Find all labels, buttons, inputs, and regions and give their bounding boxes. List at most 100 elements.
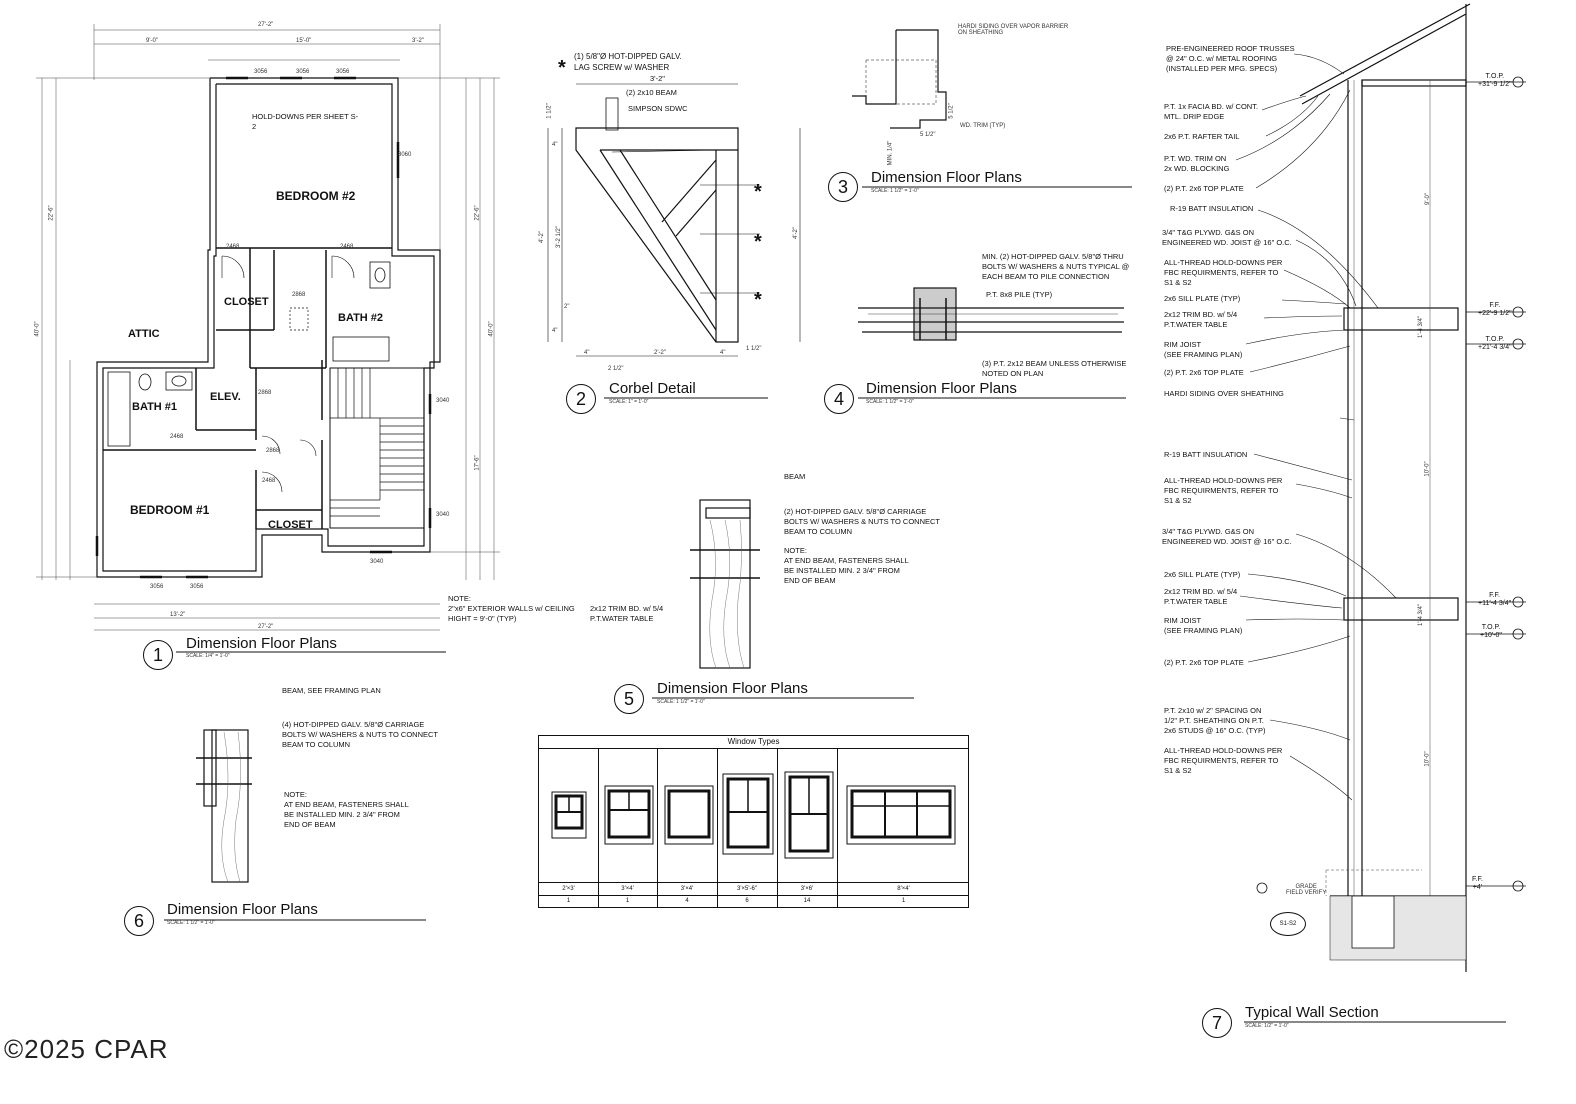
grade-note: GRADE FIELD VERIFY [1286, 884, 1327, 896]
detail5-title: Dimension Floor Plans [657, 680, 808, 697]
detail3-trim-note: WD. TRIM (TYP) [960, 123, 1006, 129]
window-size: 3'×6' [800, 886, 814, 892]
wall-note: R-19 BATT INSULATION [1164, 450, 1248, 459]
corbel-dim: 3'-2 1/2" [555, 226, 562, 248]
corbel-dim: 4" [720, 350, 726, 356]
door-tag: 2468 [262, 478, 276, 484]
detail3-siding-note: HARDI SIDING OVER VAPOR BARRIER ON SHEAT… [958, 24, 1069, 36]
detail7-title: Typical Wall Section [1245, 1004, 1379, 1021]
elevation-label: T.O.P.+21'-4 3/4" [1478, 336, 1512, 351]
corbel-outline [575, 127, 739, 343]
corbel-dim: 2'-2" [654, 350, 666, 356]
wall-vdim: 1'-4 3/4" [1417, 316, 1424, 338]
dim-top-right: 3'-2" [412, 38, 424, 44]
window-elevations [551, 771, 956, 859]
dim-left-top: 22'-6" [48, 205, 55, 221]
corbel-dim: 4" [552, 328, 558, 334]
room-bedroom-1: BEDROOM #1 [130, 503, 210, 517]
detail6-title: Dimension Floor Plans [167, 901, 318, 918]
wall-note: (2) P.T. 2x6 TOP PLATE [1164, 368, 1244, 377]
detail3-dim: 5 1/2" [948, 103, 955, 119]
dim-right-overall: 40'-0" [488, 321, 495, 337]
wall-note: PRE-ENGINEERED ROOF TRUSSES @ 24" O.C. w… [1166, 44, 1295, 73]
window-tag: 3040 [370, 559, 384, 565]
svg-text:*: * [754, 231, 762, 253]
detail4-pile-note: P.T. 8x8 PILE (TYP) [986, 290, 1053, 299]
wall-note: 2x12 TRIM BD. w/ 5/4 P.T.WATER TABLE [1164, 587, 1238, 606]
room-bath-2: BATH #2 [338, 312, 384, 324]
window-qty: 14 [803, 898, 811, 904]
room-attic: ATTIC [128, 328, 160, 340]
corbel-beam-label: (2) 2x10 BEAM [626, 88, 677, 97]
room-closet-bottom: CLOSET [268, 519, 313, 531]
window-tag: 3056 [150, 584, 164, 590]
wall-vdim: 10'-0" [1424, 751, 1431, 767]
corbel-height: 4'-2" [792, 227, 799, 239]
copyright-watermark: ©2025 CPAR [4, 1034, 169, 1064]
detail7-number-bubble: 7 [1202, 1008, 1232, 1038]
detail7-scale: SCALE: 1/2" = 1'-0" [1245, 1023, 1289, 1029]
dim-top-overall: 27'-2" [258, 22, 274, 28]
door-tag: 2468 [170, 434, 184, 440]
wall-note: ALL-THREAD HOLD-DOWNS PER FBC REQUIRMENT… [1164, 746, 1283, 775]
wall-vdim: 10'-0" [1424, 461, 1431, 477]
detail3-dim: 5 1/2" [920, 132, 936, 138]
window-size: 3'×4' [621, 886, 634, 892]
dim-right-top: 22'-6" [474, 205, 481, 221]
room-bedroom-2: BEDROOM #2 [276, 189, 356, 203]
wall-note: RIM JOIST (SEE FRAMING PLAN) [1164, 616, 1243, 635]
plan1-scale: SCALE: 1/4" = 1'-0" [186, 653, 230, 659]
wall-note: (2) P.T. 2x6 TOP PLATE [1164, 658, 1244, 667]
detail5-number-bubble: 5 [614, 684, 644, 714]
window-qty: 6 [745, 898, 749, 904]
wall-vdim: 9'-0" [1424, 193, 1431, 205]
wall-note: RIM JOIST (SEE FRAMING PLAN) [1164, 340, 1243, 359]
dim-top-left: 9'-0" [146, 38, 158, 44]
detail3-dim: MIN. 1/4" [887, 140, 894, 166]
window-tag: 3056 [296, 69, 310, 75]
corbel-dim: 2" [564, 304, 570, 310]
window-qty: 4 [685, 898, 689, 904]
corbel-width: 3'-2" [650, 74, 665, 83]
door-tag: 2868 [292, 292, 306, 298]
corbel-simpson-label: SIMPSON SDWC [628, 104, 688, 113]
plan1-title: Dimension Floor Plans [186, 635, 337, 652]
detail5-scale: SCALE: 1 1/2" = 1'-0" [657, 699, 705, 705]
plan1-exterior-wall [96, 77, 441, 578]
wall-note: P.T. WD. TRIM ON 2x WD. BLOCKING [1164, 154, 1230, 173]
detail6-beam-label: BEAM, SEE FRAMING PLAN [282, 686, 381, 695]
detail2-title: Corbel Detail [609, 380, 696, 397]
dim-left-overall: 40'-0" [34, 321, 41, 337]
wall-note: 3/4" T&G PLYWD. G&S ON ENGINEERED WD. JO… [1162, 527, 1292, 546]
detail5-trim-note: 2x12 TRIM BD. w/ 5/4 P.T.WATER TABLE [590, 604, 664, 623]
door-tag: 2868 [266, 448, 280, 454]
window-types-title: Window Types [539, 736, 968, 749]
detail3-title: Dimension Floor Plans [871, 169, 1022, 186]
elevation-label: F.F.+11'-4 3/4" [1478, 592, 1512, 607]
window-size: 3'×4' [680, 886, 694, 892]
dim-bottom-left: 13'-2" [170, 612, 186, 618]
detail4-bolts-note: MIN. (2) HOT-DIPPED GALV. 5/8"Ø THRU BOL… [982, 252, 1130, 281]
elevation-label: F.F.+4' [1472, 876, 1483, 891]
window-size: 8'×4' [897, 886, 910, 892]
wall-note: P.T. 2x10 w/ 2" SPACING ON 1/2" P.T. SHE… [1164, 706, 1266, 735]
detail6-number-bubble: 6 [124, 906, 154, 936]
elevation-label: T.O.P.+31'-9 1/2" [1478, 73, 1512, 88]
dim-bottom-overall: 27'-2" [258, 624, 274, 630]
window-size: 3'×5'-6" [737, 886, 757, 892]
corbel-dim: 1 1/2" [546, 103, 553, 119]
elevation-label: T.O.P.+10'-0" [1480, 624, 1502, 639]
window-tag: 8060 [398, 152, 412, 158]
plan1-wall-note: NOTE: 2"x6" EXTERIOR WALLS w/ CEILING HI… [448, 594, 575, 623]
window-size: 2'×3' [562, 886, 575, 892]
wall-vdim: 1'-4 3/4" [1417, 604, 1424, 626]
detail4-title: Dimension Floor Plans [866, 380, 1017, 397]
detail3-number-bubble: 3 [828, 172, 858, 202]
corbel-lag-screw-note: (1) 5/8"Ø HOT-DIPPED GALV. LAG SCREW w/ … [574, 52, 682, 72]
holddown-note: HOLD-DOWNS PER SHEET S-2 [252, 112, 359, 131]
window-tag: 3056 [336, 69, 350, 75]
corbel-asterisk: * [558, 57, 566, 79]
detail2-number-bubble: 2 [566, 384, 596, 414]
window-tag: 3040 [436, 512, 450, 518]
detail6-scale: SCALE: 1 1/2" = 1'-0" [167, 920, 215, 926]
